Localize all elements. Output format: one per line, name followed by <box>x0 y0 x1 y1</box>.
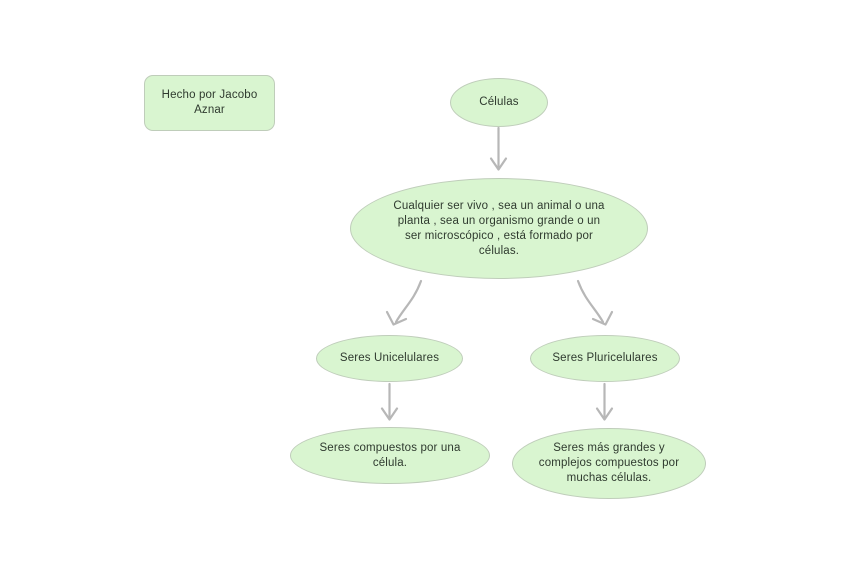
node-multicellular-label: Seres Pluricelulares <box>552 352 658 364</box>
connector-definition-to-multicellular <box>576 279 614 326</box>
node-unicellular-description[interactable]: Seres compuestos por una célula. <box>290 427 490 484</box>
node-root-label: Células <box>479 96 519 108</box>
connector-unicellular-to-desc <box>380 382 399 421</box>
node-author-label: Hecho por Jacobo Aznar <box>161 89 258 116</box>
node-definition[interactable]: Cualquier ser vivo , sea un animal o una… <box>350 178 648 279</box>
connector-multicellular-to-desc <box>595 382 614 421</box>
connector-definition-to-unicellular <box>385 279 423 326</box>
node-multicellular[interactable]: Seres Pluricelulares <box>530 335 680 382</box>
node-unicellular-label: Seres Unicelulares <box>339 352 440 364</box>
node-root-celulas[interactable]: Células <box>450 78 548 127</box>
node-definition-label: Cualquier ser vivo , sea un animal o una… <box>393 199 605 257</box>
connector-root-to-definition <box>489 126 508 171</box>
node-multicellular-description[interactable]: Seres más grandes y complejos compuestos… <box>512 428 706 499</box>
node-unicellular-description-label: Seres compuestos por una célula. <box>319 441 461 469</box>
node-author[interactable]: Hecho por Jacobo Aznar <box>144 75 275 131</box>
node-multicellular-description-label: Seres más grandes y complejos compuestos… <box>538 442 680 484</box>
node-unicellular[interactable]: Seres Unicelulares <box>316 335 463 382</box>
